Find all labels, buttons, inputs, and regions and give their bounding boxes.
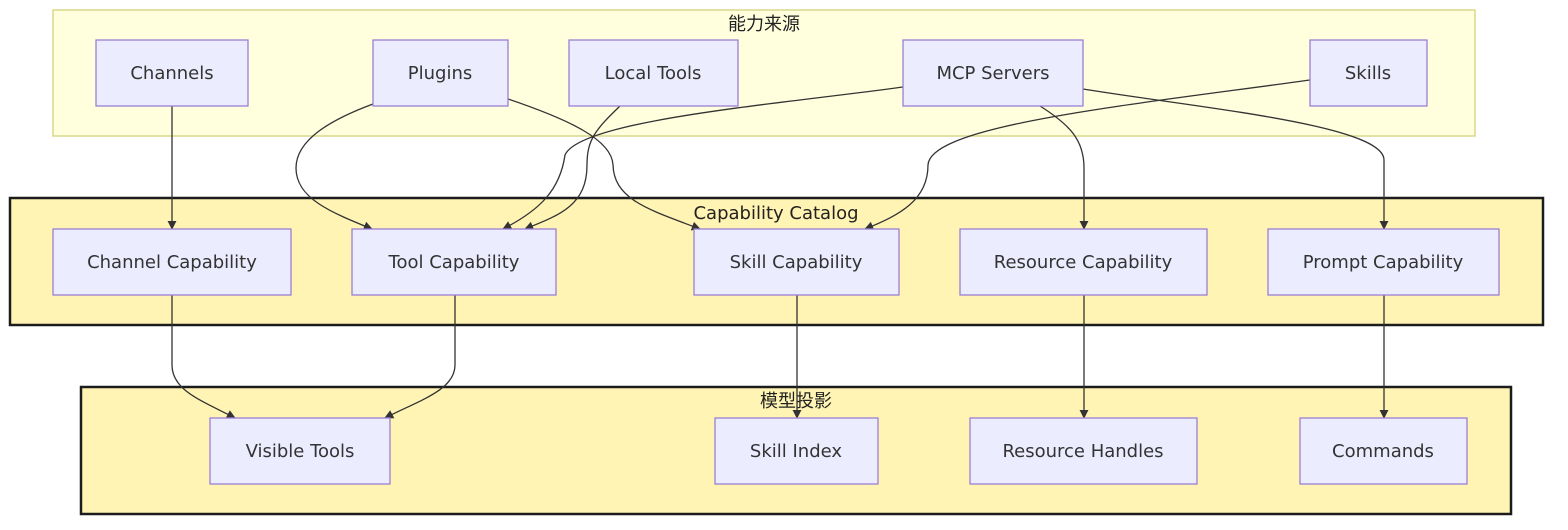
node-resource-handles-label: Resource Handles xyxy=(1002,441,1163,462)
node-skills[interactable]: Skills xyxy=(1309,39,1428,107)
edge-channel-capability-to-visible-tools xyxy=(171,295,236,419)
node-visible-tools-label: Visible Tools xyxy=(246,441,355,462)
node-channels[interactable]: Channels xyxy=(95,39,249,107)
node-commands-label: Commands xyxy=(1332,441,1434,462)
edge-tool-capability-to-visible-tools xyxy=(384,295,456,419)
node-local-tools-label: Local Tools xyxy=(605,63,702,84)
node-mcp-servers-label: MCP Servers xyxy=(936,63,1049,84)
edge-skills-to-skill-capability xyxy=(864,79,1311,231)
node-tool-capability-label: Tool Capability xyxy=(388,252,520,273)
cluster-sources: 能力来源 xyxy=(52,9,1476,137)
node-prompt-capability-label: Prompt Capability xyxy=(1303,252,1464,273)
edge-mcp-servers-to-resource-capability xyxy=(1039,105,1089,230)
node-skill-capability[interactable]: Skill Capability xyxy=(693,228,900,296)
edge-mcp-servers-to-prompt-capability xyxy=(1082,88,1389,230)
node-tool-capability[interactable]: Tool Capability xyxy=(351,228,557,296)
node-plugins[interactable]: Plugins xyxy=(372,39,509,107)
node-resource-capability[interactable]: Resource Capability xyxy=(959,228,1208,296)
node-local-tools[interactable]: Local Tools xyxy=(568,39,739,107)
edge-plugins-to-skill-capability xyxy=(507,98,701,231)
edge-local-tools-to-tool-capability xyxy=(524,105,621,231)
node-skills-label: Skills xyxy=(1345,63,1391,84)
node-skill-index-label: Skill Index xyxy=(750,441,842,462)
node-channels-label: Channels xyxy=(130,63,213,84)
node-mcp-servers[interactable]: MCP Servers xyxy=(902,39,1084,107)
cluster-sources-label: 能力来源 xyxy=(728,14,800,35)
cluster-projection-label: 模型投影 xyxy=(760,391,832,412)
cluster-catalog-label: Capability Catalog xyxy=(693,203,858,224)
node-channel-capability[interactable]: Channel Capability xyxy=(52,228,292,296)
node-skill-index[interactable]: Skill Index xyxy=(714,417,879,485)
node-skill-capability-label: Skill Capability xyxy=(730,252,863,273)
edge-plugins-to-tool-capability xyxy=(295,103,374,231)
node-channel-capability-label: Channel Capability xyxy=(87,252,257,273)
node-prompt-capability[interactable]: Prompt Capability xyxy=(1267,228,1500,296)
node-visible-tools[interactable]: Visible Tools xyxy=(209,417,391,485)
node-resource-handles[interactable]: Resource Handles xyxy=(969,417,1198,485)
node-commands[interactable]: Commands xyxy=(1299,417,1468,485)
node-resource-capability-label: Resource Capability xyxy=(994,252,1173,273)
edges xyxy=(167,79,1389,419)
edge-mcp-servers-to-tool-capability xyxy=(502,86,904,230)
node-plugins-label: Plugins xyxy=(408,63,472,84)
